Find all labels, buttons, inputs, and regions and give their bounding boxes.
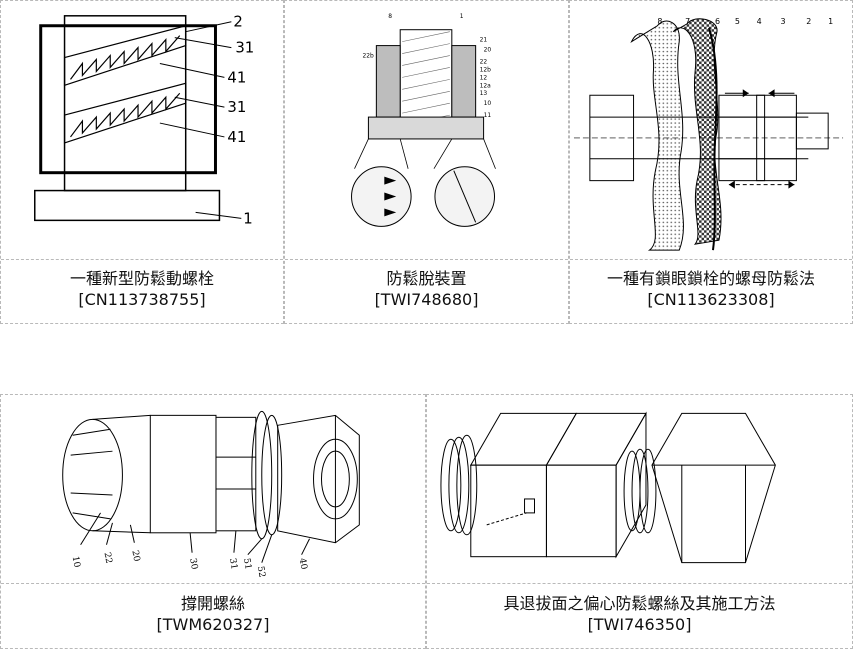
label-2: 2 [233,13,242,31]
patent-figure: 8 1 22b 21 20 22 12b 12 12a 13 10 11 [285,1,568,259]
patent-number: [TWM620327] [1,614,425,635]
patent-card-twi748680: 8 1 22b 21 20 22 12b 12 12a 13 10 11 防鬆脫… [284,0,569,324]
svg-text:1: 1 [243,209,252,227]
svg-text:7: 7 [685,17,690,26]
patent-number: [TWI746350] [427,614,852,635]
svg-text:1: 1 [460,13,464,20]
svg-text:51: 51 [241,557,253,570]
patent-caption: 具退拔面之偏心防鬆螺絲及其施工方法 [TWI746350] [427,583,852,648]
patent-number: [TWI748680] [285,289,568,310]
patent-card-cn113738755: 2 31 41 31 41 1 一種新型防鬆動螺栓 [CN113738755] [0,0,284,324]
svg-text:10: 10 [70,555,82,568]
svg-text:31: 31 [227,557,239,570]
patent-card-twm620327: 10 22 20 30 31 51 52 40 撐開螺絲 [TWM620327] [0,394,426,649]
svg-text:22: 22 [480,58,488,65]
svg-text:22b: 22b [362,53,374,60]
patent-caption: 一種有鎖眼鎖栓的螺母防鬆法 [CN113623308] [570,259,852,323]
svg-text:31: 31 [227,98,246,116]
patent-figure: 2 31 41 31 41 1 [1,1,283,259]
svg-text:41: 41 [227,128,246,146]
anti-loosening-bolt-figure: 2 31 41 31 41 1 [1,1,283,259]
patent-figure: 8 7 6 5 4 3 2 1 [570,1,852,259]
patent-title: 一種有鎖眼鎖栓的螺母防鬆法 [570,268,852,289]
patent-title: 一種新型防鬆動螺栓 [1,268,283,289]
patent-card-twi746350: 具退拔面之偏心防鬆螺絲及其施工方法 [TWI746350] [426,394,853,649]
svg-text:30: 30 [187,557,199,570]
svg-text:21: 21 [480,37,488,44]
patent-title: 撐開螺絲 [1,593,425,614]
svg-text:8: 8 [657,17,662,26]
top-patent-row: 2 31 41 31 41 1 一種新型防鬆動螺栓 [CN113738755] [0,0,853,324]
svg-text:3: 3 [781,17,786,26]
patent-number: [CN113738755] [1,289,283,310]
svg-text:11: 11 [484,112,492,119]
svg-text:1: 1 [828,17,833,26]
svg-text:10: 10 [484,100,492,107]
svg-text:4: 4 [757,17,762,26]
bottom-patent-row: 10 22 20 30 31 51 52 40 撐開螺絲 [TWM620327] [0,394,853,649]
svg-text:12b: 12b [480,66,492,73]
svg-text:20: 20 [129,549,141,562]
svg-text:12: 12 [480,74,488,81]
patent-title: 防鬆脫裝置 [285,268,568,289]
nut-locking-method-figure: 8 7 6 5 4 3 2 1 [570,1,852,259]
svg-text:8: 8 [388,13,392,20]
svg-text:41: 41 [227,68,246,86]
svg-text:20: 20 [484,47,492,54]
svg-text:2: 2 [806,17,811,26]
expansion-screw-figure: 10 22 20 30 31 51 52 40 [1,395,425,585]
patent-number: [CN113623308] [570,289,852,310]
svg-text:12a: 12a [480,82,492,89]
patent-caption: 一種新型防鬆動螺栓 [CN113738755] [1,259,283,323]
svg-text:13: 13 [480,90,488,97]
svg-text:31: 31 [235,39,254,57]
svg-text:22: 22 [102,551,114,564]
patent-figure: 10 22 20 30 31 51 52 40 [1,395,425,585]
patent-caption: 防鬆脫裝置 [TWI748680] [285,259,568,323]
svg-text:40: 40 [297,557,309,570]
svg-text:6: 6 [715,17,720,26]
patent-title: 具退拔面之偏心防鬆螺絲及其施工方法 [427,593,852,614]
eccentric-screw-figure [427,395,852,585]
svg-text:5: 5 [735,17,740,26]
svg-text:52: 52 [255,565,267,578]
patent-figure [427,395,852,585]
patent-caption: 撐開螺絲 [TWM620327] [1,583,425,648]
anti-loosening-device-figure: 8 1 22b 21 20 22 12b 12 12a 13 10 11 [285,1,568,259]
patent-card-cn113623308: 8 7 6 5 4 3 2 1 一種有鎖眼鎖栓的螺母防鬆法 [CN1136233… [569,0,853,324]
